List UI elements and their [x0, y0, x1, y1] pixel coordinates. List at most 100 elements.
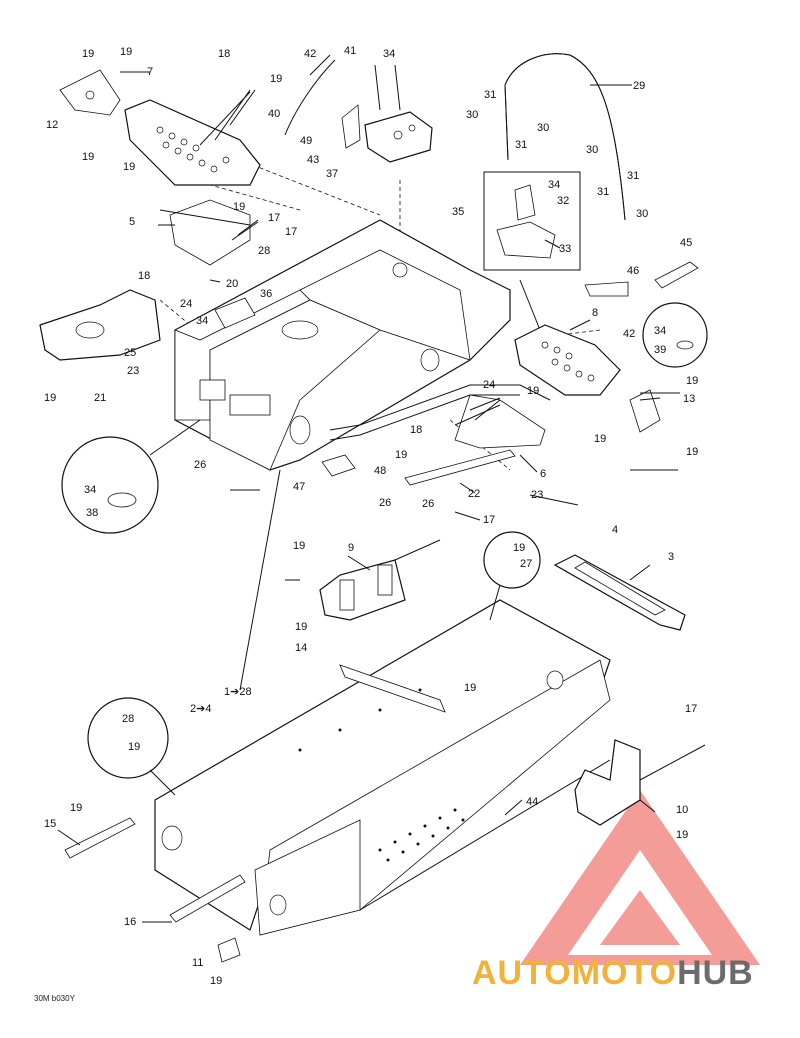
- callout-38: 38: [86, 507, 98, 519]
- callout-17: 17: [285, 226, 297, 238]
- detail-circle-38: [61, 419, 201, 534]
- callout-39: 39: [654, 344, 666, 356]
- callout-35: 35: [452, 206, 464, 218]
- part-5-bracket: [159, 199, 251, 266]
- callout-17: 17: [483, 514, 495, 526]
- callout-26: 26: [379, 497, 391, 509]
- callout-46: 46: [627, 265, 639, 277]
- part-7-plate: [124, 99, 261, 186]
- callout-37: 37: [326, 168, 338, 180]
- callout-44: 44: [526, 796, 538, 808]
- callout-20: 20: [226, 278, 238, 290]
- callout-28: 28: [258, 245, 270, 257]
- part-47-plate: [321, 454, 356, 477]
- callout-24: 24: [483, 379, 495, 391]
- callout-31: 31: [627, 170, 639, 182]
- callout-19: 19: [686, 375, 698, 387]
- callout-34: 34: [548, 179, 560, 191]
- callout-42: 42: [623, 328, 635, 340]
- callout-31: 31: [484, 89, 496, 101]
- part-3-plate: [553, 554, 686, 631]
- callout-2-4: 2➔4: [190, 703, 211, 715]
- part-15-angle: [64, 817, 136, 859]
- part-21-panel: [39, 289, 161, 361]
- callout-19: 19: [464, 682, 476, 694]
- callout-34: 34: [196, 315, 208, 327]
- part-13-bracket: [629, 389, 661, 433]
- callout-26: 26: [194, 459, 206, 471]
- callout-29: 29: [633, 80, 645, 92]
- callout-45: 45: [680, 237, 692, 249]
- callout-17: 17: [268, 212, 280, 224]
- part-36-plate: [214, 297, 256, 329]
- callout-4: 4: [612, 524, 618, 536]
- callout-30: 30: [636, 208, 648, 220]
- callout-19: 19: [293, 540, 305, 552]
- callout-32: 32: [557, 195, 569, 207]
- callout-24: 24: [180, 298, 192, 310]
- part-16-angle: [169, 874, 246, 923]
- watermark-logo: [520, 790, 760, 965]
- detail-circle-27: [483, 531, 541, 621]
- callout-18: 18: [410, 424, 422, 436]
- callout-19: 19: [513, 542, 525, 554]
- lower-tunnel: [154, 599, 611, 936]
- part-14-rail: [339, 664, 446, 713]
- callout-27: 27: [520, 558, 532, 570]
- callout-19: 19: [295, 621, 307, 633]
- watermark-text: AUTOMOTOHUB: [472, 954, 754, 993]
- callout-19: 19: [44, 392, 56, 404]
- part-40-strap: [284, 54, 336, 136]
- callout-42: 42: [304, 48, 316, 60]
- upper-frame: [174, 219, 551, 471]
- callout-19: 19: [82, 48, 94, 60]
- detail-circle-28: [87, 697, 176, 796]
- part-29-bar: [504, 53, 626, 221]
- callout-18: 18: [218, 48, 230, 60]
- callout-11: 11: [192, 957, 203, 969]
- callout-41: 41: [344, 45, 356, 57]
- detail-circle-39: [642, 302, 708, 368]
- callout-19: 19: [123, 161, 135, 173]
- watermark-word-1: AUTOMOTO: [472, 954, 678, 992]
- callout-19: 19: [120, 46, 132, 58]
- callout-13: 13: [683, 393, 695, 405]
- callout-19: 19: [686, 446, 698, 458]
- part-6-bracket: [454, 394, 546, 449]
- callout-18: 18: [138, 270, 150, 282]
- callout-19: 19: [395, 449, 407, 461]
- callout-12: 12: [46, 119, 58, 131]
- part-22-bar: [404, 449, 516, 486]
- callout-23: 23: [531, 489, 543, 501]
- part-46-strip: [584, 281, 629, 297]
- callout-labels: 19 19 18 7 19 12 19 19 42 41 40 49 43 34…: [44, 45, 698, 987]
- part-49-bracket: [341, 104, 361, 149]
- callout-30: 30: [537, 122, 549, 134]
- callout-23: 23: [127, 365, 139, 377]
- part-45-strip: [654, 261, 699, 289]
- callout-47: 47: [293, 481, 305, 493]
- callout-19: 19: [594, 433, 606, 445]
- figure-code: 30M b030Y: [34, 994, 75, 1003]
- callout-48: 48: [374, 465, 386, 477]
- callout-16: 16: [124, 916, 136, 928]
- callout-10: 10: [676, 804, 688, 816]
- part-9-bracket: [319, 539, 441, 621]
- callout-9: 9: [348, 542, 354, 554]
- callout-22: 22: [468, 488, 480, 500]
- watermark-word-2: HUB: [677, 954, 754, 992]
- callout-33: 33: [559, 243, 571, 255]
- callout-15: 15: [44, 818, 56, 830]
- callout-19: 19: [70, 802, 82, 814]
- callout-19: 19: [270, 73, 282, 85]
- callout-28: 28: [122, 713, 134, 725]
- callout-49: 49: [300, 135, 312, 147]
- callout-21: 21: [94, 392, 106, 404]
- callout-34: 34: [383, 48, 395, 60]
- callout-25: 25: [124, 347, 136, 359]
- callout-17: 17: [685, 703, 697, 715]
- callout-1-28: 1➔28: [224, 686, 252, 698]
- callout-31: 31: [597, 186, 609, 198]
- callout-34: 34: [84, 484, 96, 496]
